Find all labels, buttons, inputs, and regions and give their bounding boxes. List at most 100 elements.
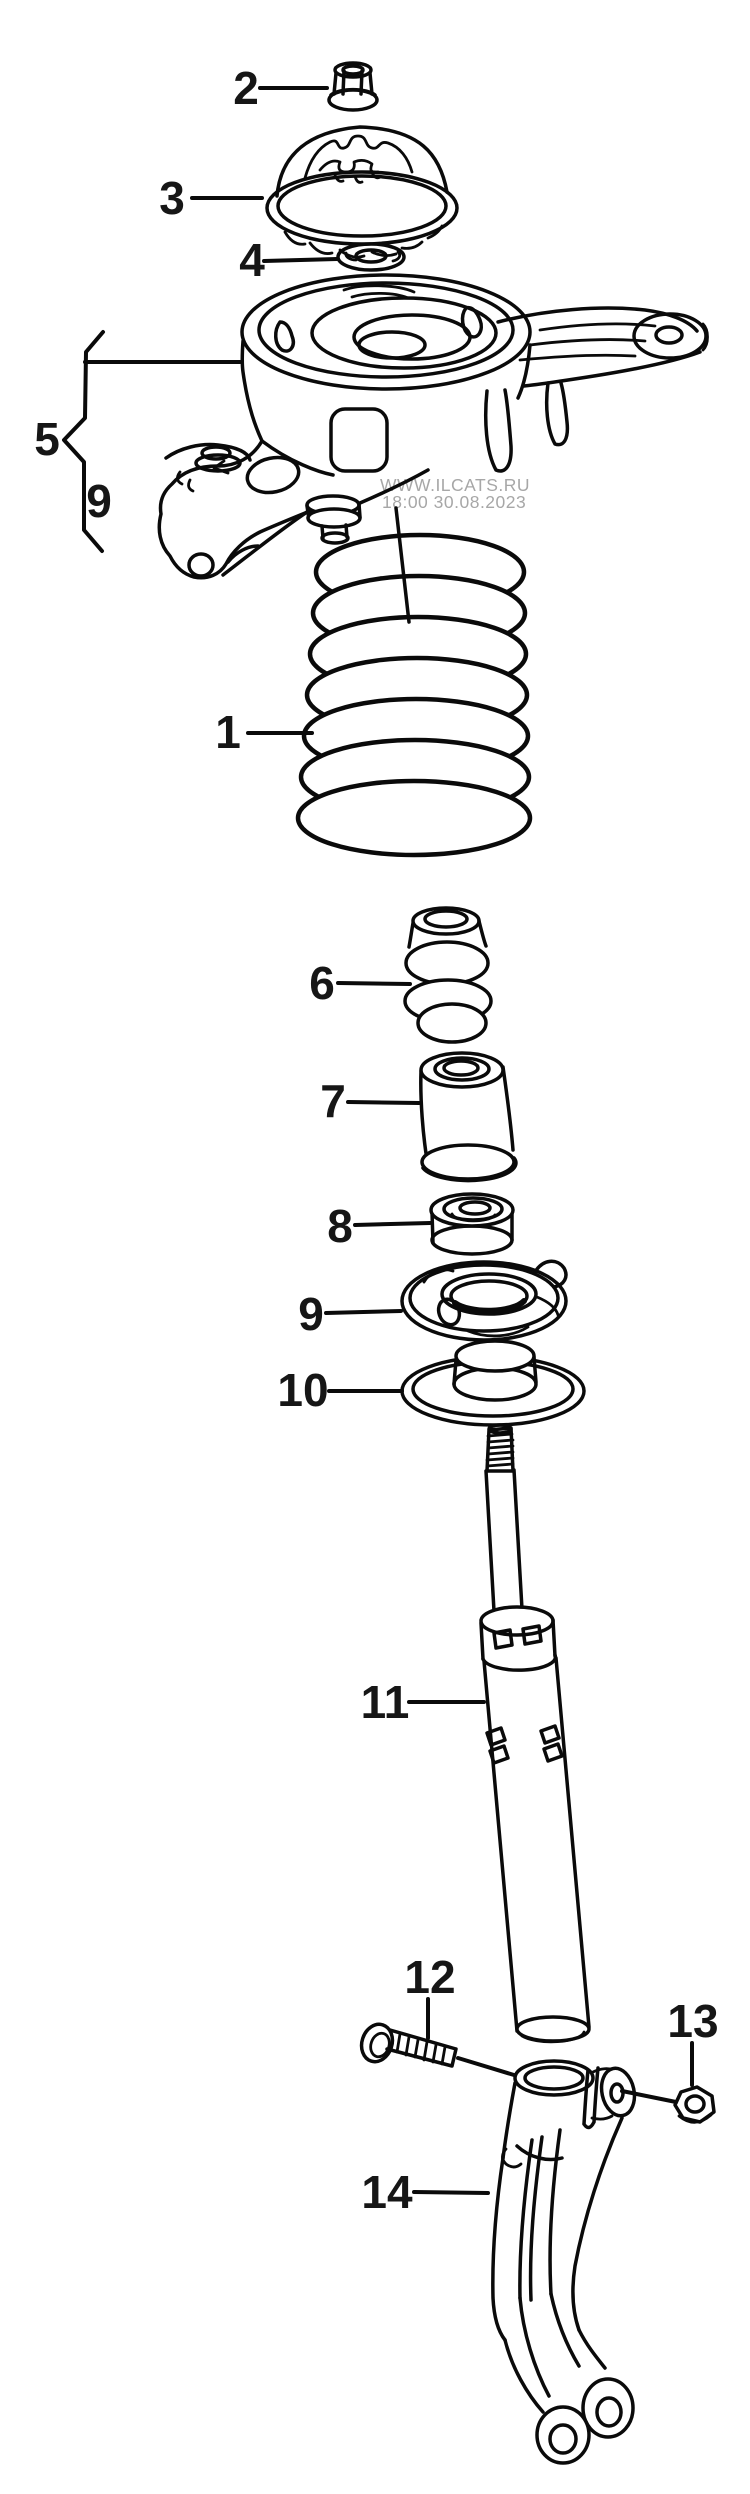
wheel-carrier-arm xyxy=(491,2059,637,2465)
rod-tip xyxy=(487,1423,513,1435)
arm-tab xyxy=(501,2147,523,2169)
top-nut xyxy=(327,61,379,112)
washer-detail xyxy=(344,250,402,263)
cup-kidney-slot-right xyxy=(460,305,483,339)
strut-collar-sides xyxy=(479,1618,557,1661)
bolt-head xyxy=(359,2022,395,2064)
callout-leaders xyxy=(62,86,694,2195)
arm-streaks xyxy=(518,322,657,362)
seat-ear xyxy=(533,1259,568,1289)
strut-mount-housing xyxy=(157,273,709,624)
fork-prong-right xyxy=(549,2292,607,2370)
plate-dome-top xyxy=(454,1339,536,1373)
cap-crown-inner xyxy=(318,159,380,174)
washer xyxy=(336,242,406,272)
boot-bottom-band xyxy=(420,1143,516,1181)
cup-rim-inner xyxy=(257,281,515,379)
cup-top-notch xyxy=(342,284,416,300)
callout-label-11: 11 xyxy=(361,1676,410,1728)
bump-stop-neck xyxy=(407,919,488,949)
leader-line-13b xyxy=(620,2089,678,2104)
arm-outer-left xyxy=(491,2156,507,2342)
plate-dome-sides xyxy=(452,1355,538,1386)
callout-label-14: 14 xyxy=(361,2166,413,2218)
strut-axis-line xyxy=(394,506,411,624)
spring-coil xyxy=(295,778,533,858)
callout-label-7: 7 xyxy=(320,1075,346,1127)
mount-cap xyxy=(265,125,459,259)
nut-facets xyxy=(332,69,374,96)
fork-prong-left xyxy=(503,2296,551,2414)
fork-eyelet-right-hole xyxy=(595,2396,623,2428)
nut-top xyxy=(333,61,373,79)
shock-absorber-strut xyxy=(479,1423,591,2044)
housing-oval-opening xyxy=(245,455,301,495)
callout-label-5: 5 xyxy=(34,413,60,465)
strut-bottom-rim xyxy=(520,2030,586,2044)
bolt-thread-hatch xyxy=(395,2032,447,2066)
stud-boss xyxy=(164,442,252,462)
leader-line-9 xyxy=(324,1309,403,1315)
cup-ring xyxy=(310,296,498,370)
cup-kidney-slot-left xyxy=(274,320,295,353)
nut-flange-top xyxy=(329,87,377,97)
brace-5 xyxy=(62,330,105,553)
bump-stop xyxy=(403,906,493,1044)
housing-under-arm-edge xyxy=(358,468,430,505)
clamp-bolt xyxy=(359,2022,458,2068)
watermark: WWW.ILCATS.RU 18:00 30.08.2023 xyxy=(380,475,530,512)
nut-hole xyxy=(684,2094,706,2114)
cap-base-inner xyxy=(276,174,448,238)
strut-collar-top xyxy=(479,1605,555,1637)
housing-foot xyxy=(226,544,260,564)
callout-label-4: 4 xyxy=(239,234,265,286)
arrow-mark xyxy=(212,459,230,475)
strut-collar-windows xyxy=(492,1624,543,1650)
callout-label-9a: 9 xyxy=(86,475,112,527)
arm-outer-right xyxy=(571,2116,624,2332)
callout-label-6: 6 xyxy=(309,957,335,1009)
seat-slot xyxy=(436,1297,462,1327)
boot-top-hole xyxy=(442,1059,480,1077)
clamp-bore xyxy=(523,2065,585,2091)
housing-detail xyxy=(176,470,195,493)
callout-label-9b: 9 xyxy=(298,1288,324,1340)
leader-line-7 xyxy=(346,1100,421,1105)
strut-spring-clips xyxy=(485,1724,564,1765)
leader-line-8 xyxy=(353,1221,432,1227)
callout-label-1: 1 xyxy=(215,706,241,758)
stud-flange xyxy=(194,453,242,473)
cup-center-hole xyxy=(357,330,427,360)
coil-spring xyxy=(295,532,533,858)
callout-label-12: 12 xyxy=(404,1951,455,2003)
leader-line-6 xyxy=(336,981,412,986)
arm-eyelet-hole xyxy=(654,325,684,345)
leader-line-4 xyxy=(262,257,339,263)
bump-stop-bottom xyxy=(416,1002,488,1044)
leader-line-12-bolt-axis xyxy=(456,2056,516,2077)
rod-thread-hatch xyxy=(485,1432,515,1468)
bearing xyxy=(429,1192,515,1256)
spring-seat-mount xyxy=(400,1259,568,1342)
cup-ring-2 xyxy=(352,313,472,361)
cup-wall-bottom xyxy=(260,439,335,477)
arm-ridge xyxy=(518,2135,544,2302)
watermark-site-text: WWW.ILCATS.RU xyxy=(380,475,530,495)
housing-square-opening xyxy=(329,407,389,473)
cup-wall-left xyxy=(240,339,264,443)
bearing-bottom xyxy=(430,1224,514,1256)
bushing-flange xyxy=(306,507,362,529)
plate-dome-base xyxy=(452,1366,538,1402)
callout-label-2: 2 xyxy=(233,62,259,114)
fork-eyelet-right xyxy=(581,2377,635,2439)
arm-inner-right xyxy=(548,2128,562,2296)
arm-eyelet xyxy=(632,312,708,360)
seat-hole-shadow xyxy=(452,1298,527,1314)
piston-rod xyxy=(484,1468,524,1613)
bearing-detail xyxy=(450,1212,497,1223)
callout-label-8: 8 xyxy=(327,1200,353,1252)
cup-wall-right xyxy=(516,343,532,400)
strut-collar-bottom xyxy=(481,1653,558,1672)
